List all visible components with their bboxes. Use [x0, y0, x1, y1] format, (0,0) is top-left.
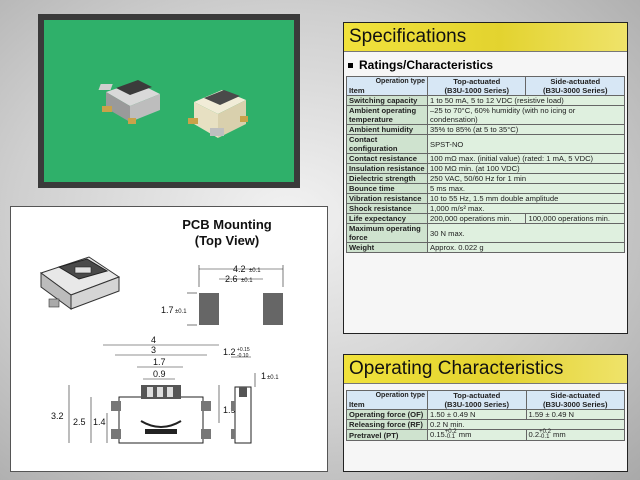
photo-background	[44, 20, 294, 182]
switch-3d-illustration	[39, 256, 121, 310]
ratings-subtitle: Ratings/Characteristics	[344, 52, 627, 76]
dim-1: 1	[261, 371, 266, 381]
dim-2-5: 2.5	[73, 417, 86, 427]
dim-0-9: 0.9	[153, 369, 166, 379]
switch-left-image	[98, 80, 160, 124]
dim-1-2-tol-up: +0.15	[237, 347, 250, 353]
dim-4: 4	[151, 335, 156, 345]
drawing-subtitle: (Top View)	[195, 233, 260, 248]
dim-1-7: 1.7	[161, 305, 174, 315]
dim-1-4: 1.4	[93, 417, 106, 427]
specifications-panel: Specifications Ratings/Characteristics O…	[343, 22, 628, 334]
pcb-mounting-drawing: PCB Mounting (Top View) 4.2 ±0.1 2.6 ±0.…	[10, 206, 328, 472]
switch-photo-illustration	[98, 80, 248, 138]
pad-right	[263, 293, 283, 325]
specifications-title: Specifications	[344, 23, 627, 52]
dim-3-2: 3.2	[51, 411, 64, 421]
dim-3: 3	[151, 345, 156, 355]
operating-characteristics-panel: Operating Characteristics Operation type…	[343, 354, 628, 472]
dim-1-2-tol-dn: -0.10	[237, 353, 249, 359]
table-row: Releasing force (RF)0.2 N min.	[346, 419, 625, 430]
dim-4-2: 4.2	[233, 264, 246, 274]
dim-2-6-tol: ±0.1	[241, 278, 253, 284]
switch-right-image	[188, 90, 248, 138]
dim-4-2-tol: ±0.1	[249, 268, 261, 274]
dim-1-2: 1.2	[223, 347, 236, 357]
drawing-title: PCB Mounting	[182, 217, 272, 232]
pad-layout: 4.2 ±0.1 2.6 ±0.1 1.7 ±0.1	[161, 264, 284, 326]
dim-2-6: 2.6	[225, 274, 238, 284]
operating-title: Operating Characteristics	[344, 355, 627, 384]
dim-1-7-front: 1.7	[153, 357, 166, 367]
product-photo	[38, 14, 300, 188]
dim-1-tol: ±0.1	[267, 375, 279, 381]
pad-left	[199, 293, 219, 325]
table-row: Pretravel (PT) 0.15+0.2-0.1 mm 0.2+0.2-0…	[346, 429, 625, 441]
table-row: Ambient operating temperature–25 to 70°C…	[346, 105, 625, 125]
dim-1-7-tol: ±0.1	[175, 309, 187, 315]
front-view-drawing: 4 3 1.7 0.9 3.2 2.5 1.4 1.95	[51, 335, 241, 444]
side-view-drawing: 1.2 +0.15 -0.10 1 ±0.1	[223, 347, 279, 444]
bullet-icon	[348, 63, 353, 69]
